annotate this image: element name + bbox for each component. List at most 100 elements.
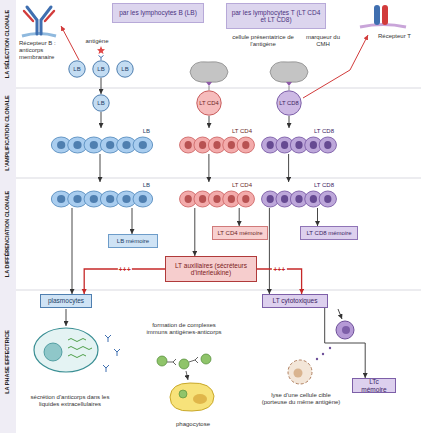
lymphocyte-cell: LT CD8 xyxy=(276,90,302,116)
cell-circle xyxy=(93,61,109,77)
antibody-symbol xyxy=(114,349,120,356)
cytotoxic-cell xyxy=(336,321,354,339)
immune-complex xyxy=(201,354,211,364)
cmh-marker xyxy=(206,82,212,86)
helper-cell-box: LT auxiliaires (sécréteurs d'interleukin… xyxy=(165,256,257,282)
pointer-line xyxy=(303,35,368,98)
ingested-complex xyxy=(179,390,187,398)
clone-row: LB xyxy=(52,182,152,208)
contact-stub xyxy=(209,86,210,90)
node-label: LB mémoire xyxy=(117,238,149,245)
presenting-cell xyxy=(190,62,228,83)
node-label: LT CD8 mémoire xyxy=(306,230,351,237)
perforin-dot xyxy=(329,347,331,349)
cell-nucleus xyxy=(267,195,274,203)
node-label: L'AMPLIFICATION CLONALE xyxy=(5,95,11,170)
node-label: LB xyxy=(143,128,150,134)
node-label: LT CD4 xyxy=(232,182,252,188)
node-label: LT CD8 xyxy=(314,128,334,134)
cell-nucleus xyxy=(213,195,220,203)
phase-separator xyxy=(16,178,421,179)
receptor-chain xyxy=(374,5,380,25)
node-label: LA PHASE EFFECTRICE xyxy=(5,330,11,394)
memory-cell-box: LT CD8 mémoire xyxy=(300,226,358,240)
node-label: LB xyxy=(143,182,150,188)
small-receptor xyxy=(99,56,104,61)
annotation-label: Récepteur B : anticorps membranaire xyxy=(19,40,63,61)
cell-circle xyxy=(93,95,109,111)
cell-nucleus xyxy=(310,195,317,203)
connector xyxy=(269,208,270,294)
clone-cell xyxy=(319,191,336,207)
antibody-light-chain xyxy=(24,11,33,21)
cell-nucleus xyxy=(242,195,249,203)
annotation-label: lyse d'une cellule cible (porteuse du mê… xyxy=(258,392,344,406)
clone-cell xyxy=(133,191,153,207)
connector xyxy=(208,154,209,182)
plasmocyte-box: plasmocytes xyxy=(40,294,92,308)
annotation-label: antigène xyxy=(80,38,114,45)
antibody-symbol xyxy=(167,359,179,365)
clone-cells xyxy=(52,128,152,154)
node-label: LT CD4 xyxy=(199,100,218,106)
connector xyxy=(132,208,133,234)
cell-nucleus xyxy=(242,141,249,149)
plasmocyte-cell xyxy=(34,328,98,372)
cell-nucleus xyxy=(342,326,350,334)
memory-cell-box: LT CD4 mémoire xyxy=(212,226,268,240)
cell-nucleus xyxy=(310,141,317,149)
memory-cell-box: LB mémoire xyxy=(108,234,158,248)
antibody-light-chain xyxy=(45,11,54,21)
annotation-label: cellule présentatrice de l'antigène xyxy=(232,34,294,48)
annotation-label: Récepteur T xyxy=(378,33,418,40)
node-label: LT CD8 xyxy=(314,182,334,188)
reticulum xyxy=(68,355,86,358)
cell-nucleus xyxy=(73,141,81,149)
antibody-symbol xyxy=(105,335,111,342)
phagocyte-cell xyxy=(170,383,214,411)
node-label: LB xyxy=(97,100,104,107)
cell-nucleus xyxy=(106,195,114,203)
cell-nucleus xyxy=(122,141,130,149)
cell-nucleus xyxy=(139,141,147,149)
receptor-chain xyxy=(382,5,388,25)
antibody-symbol xyxy=(103,365,109,372)
phase-separator xyxy=(16,88,421,89)
connector xyxy=(72,208,73,294)
cell-nucleus xyxy=(295,195,302,203)
presenting-cell xyxy=(270,62,308,83)
node-label: LT CD8 xyxy=(279,100,298,106)
cell-nucleus xyxy=(213,141,220,149)
connector xyxy=(317,208,318,226)
cell-nucleus xyxy=(139,195,147,203)
node-label: plasmocytes xyxy=(48,297,84,304)
annotation-label: formation de complexes immuns antigènes-… xyxy=(146,322,222,336)
connector xyxy=(100,154,101,182)
clone-cell xyxy=(237,137,254,153)
cell-nucleus xyxy=(294,369,303,378)
cell-nucleus xyxy=(281,195,288,203)
phase-band: LA PHASE EFFECTRICE xyxy=(0,290,16,433)
clone-cell xyxy=(133,137,153,153)
node-label: LA SÉLECTION CLONALE xyxy=(5,10,11,78)
cell-circle xyxy=(69,61,85,77)
connector xyxy=(325,308,366,378)
clone-cell xyxy=(237,191,254,207)
node-label: LB xyxy=(73,66,80,73)
membrane xyxy=(22,34,56,37)
connector xyxy=(84,269,165,294)
lymphocyte-cell: LB xyxy=(68,60,86,78)
perforin-dot xyxy=(316,358,318,360)
node-label: LT CD4 mémoire xyxy=(217,230,262,237)
cell-nucleus xyxy=(185,141,192,149)
clone-row: LB xyxy=(52,128,152,154)
immune-complex xyxy=(179,359,189,369)
lymphocyte-cell: LT CD4 xyxy=(196,90,222,116)
immune-complex xyxy=(157,356,167,366)
cell-nucleus xyxy=(295,141,302,149)
cell-nucleus xyxy=(106,141,114,149)
lymphocyte-cell: LB xyxy=(116,60,134,78)
cell-nucleus xyxy=(281,141,288,149)
